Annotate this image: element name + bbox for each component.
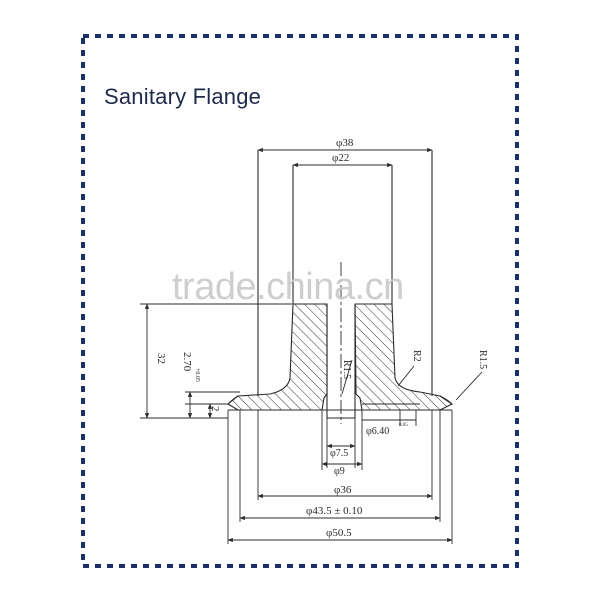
dim-d9-text: φ9 [334, 466, 345, 477]
dim-d435-text: φ43.5 ± 0.10 [306, 505, 363, 517]
dim-d640-tol: 0.05 [399, 423, 408, 428]
dim-d22-text: φ22 [332, 152, 349, 164]
r15-inner-text: R1.5 [341, 360, 352, 379]
dim-d75-text: φ7.5 [330, 448, 348, 459]
watermark: trade.china.cn [172, 266, 404, 308]
dim-2-text: 2 [209, 406, 221, 412]
r2-text: R2 [411, 350, 422, 362]
r15-inner-leader [341, 359, 353, 395]
dim-32-text: 32 [155, 353, 167, 364]
r2-leader [397, 365, 415, 387]
groove-left [227, 395, 239, 405]
r15-outer-leader [455, 371, 483, 401]
r15-outer-text: R1.5 [477, 350, 488, 369]
flange-part [227, 150, 454, 424]
groove-right [439, 395, 453, 405]
dim-270-tol: +0.05 [194, 368, 200, 382]
dim-d505-text: φ50.5 [326, 527, 352, 539]
section-left [227, 303, 328, 411]
dim-d36-text: φ36 [334, 484, 352, 496]
page-title: Sanitary Flange [104, 84, 262, 109]
section-right [354, 303, 454, 411]
dim-270-text: 2.70 [181, 352, 193, 372]
dashed-border [81, 34, 519, 568]
dim-d640-text: φ6.40 [366, 426, 389, 437]
dim-d38-text: φ38 [336, 137, 354, 149]
